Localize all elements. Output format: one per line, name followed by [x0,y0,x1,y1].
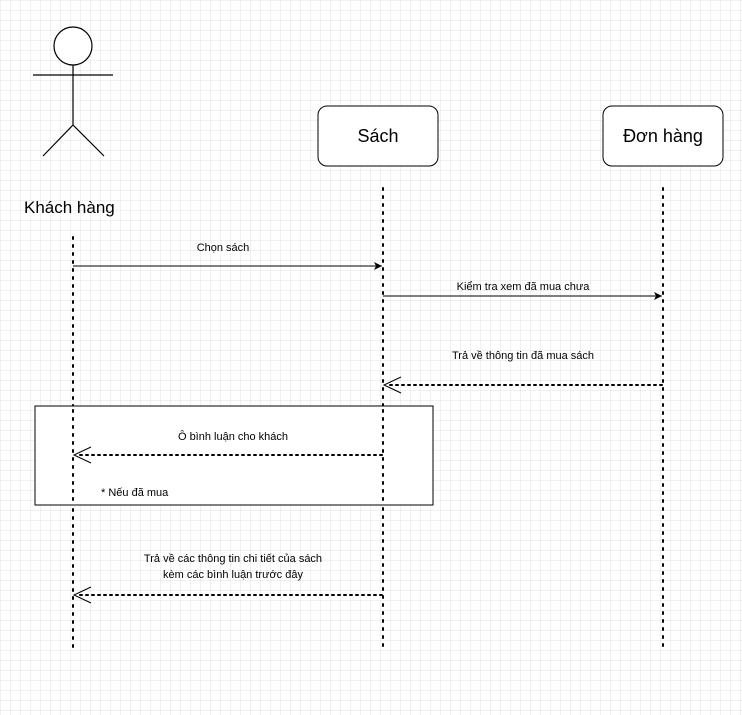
participant-label: Đơn hàng [623,126,703,146]
participant-don-hang[interactable]: Đơn hàng [602,105,724,167]
message-label: Chọn sách [197,242,250,254]
condition-label: * Nếu đã mua [101,487,169,499]
participant-box [602,105,724,167]
actor-head [53,26,93,66]
actor-right-leg [72,124,105,157]
message-label: Ô bình luận cho khách [178,430,288,443]
message-kiem-tra[interactable]: Kiểm tra xem đã mua chưa [383,281,662,300]
actor-label: Khách hàng [24,198,115,217]
message-tra-ve-thong-tin[interactable]: Trả về thông tin đã mua sách [382,350,663,394]
message-tra-ve-chi-tiet[interactable]: Trả về các thông tin chi tiết của sách k… [72,553,383,604]
arrow-head [72,586,92,604]
participant-box [317,105,439,167]
participant-sach[interactable]: Sách [317,105,439,167]
arrow-head [72,446,92,464]
message-label: Kiểm tra xem đã mua chưa [457,281,591,293]
condition-frame [34,405,434,506]
arrow-head [382,376,402,394]
message-label-line-1: Trả về các thông tin chi tiết của sách [144,553,322,565]
participant-label: Sách [357,126,398,146]
message-label: Trả về thông tin đã mua sách [452,350,594,362]
message-label-line-2: kèm các bình luận trước đây [163,569,303,581]
actor-figure [33,26,113,157]
condition-box: * Nếu đã mua [34,405,434,506]
message-o-binh-luan[interactable]: Ô bình luận cho khách [72,430,383,464]
message-chon-sach[interactable]: Chọn sách [73,242,382,270]
actor-left-leg [42,124,74,157]
